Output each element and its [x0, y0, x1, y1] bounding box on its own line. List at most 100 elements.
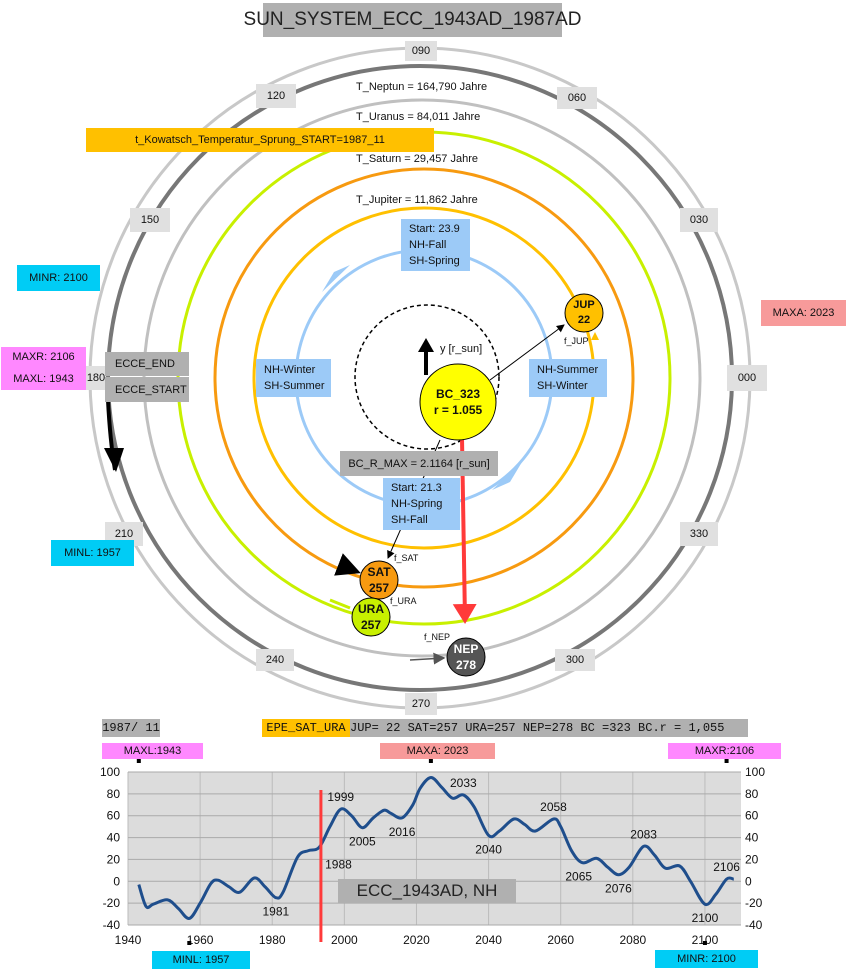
date-readout: 1987/ 11 — [102, 719, 160, 737]
season-nh: NH-Winter — [264, 364, 316, 376]
angle-label-000: 000 — [727, 365, 767, 391]
extremum-label: 2016 — [389, 825, 416, 839]
y-tick-label: -40 — [103, 918, 121, 932]
nep-force-arrow — [409, 652, 446, 665]
planet-value: 257 — [360, 618, 382, 632]
epe-label: EPE_SAT_URA — [262, 719, 350, 737]
angle-label-150: 150 — [130, 208, 170, 232]
season-sh: SH-Spring — [409, 255, 460, 267]
angle-label-330: 330 — [680, 522, 718, 546]
x-tick-label: 1960 — [187, 933, 214, 947]
extremum-label: 2005 — [349, 835, 376, 849]
marker-tick — [702, 941, 707, 945]
y-tick-label-right: 60 — [745, 809, 759, 823]
kowatsch-start-label: t_Kowatsch_Temperatur_Sprung_START=1987_… — [86, 128, 434, 152]
bc-radius: r = 1.055 — [433, 403, 483, 417]
jupiter-force-label: f_JUP — [564, 336, 589, 346]
y-tick-label-right: -20 — [745, 896, 763, 910]
x-tick-label: 2080 — [619, 933, 646, 947]
angle-label-030: 030 — [680, 208, 718, 232]
y-tick-label: -20 — [103, 896, 121, 910]
maxl-label: MAXL: 1943 — [1, 367, 86, 390]
x-tick-label: 2020 — [403, 933, 430, 947]
x-tick-label: 1940 — [115, 933, 142, 947]
neptune-label: NEP 278 — [447, 641, 485, 673]
season-sh: SH-Fall — [391, 514, 428, 526]
season-nh: NH-Spring — [391, 498, 443, 510]
x-tick-label: 2000 — [331, 933, 358, 947]
y-tick-label: 40 — [107, 831, 121, 845]
jupiter-marker — [564, 293, 604, 333]
period-neptune: T_Neptun = 164,790 Jahre — [356, 81, 488, 93]
season-box-left: NH-Winter SH-Summer — [256, 359, 331, 397]
earth-direction-arrow-left — [322, 265, 350, 292]
angle-label-120: 120 — [256, 84, 296, 108]
y-tick-label: 60 — [107, 809, 121, 823]
planet-name: NEP — [453, 642, 479, 656]
ecce-end-label: ECCE_END — [105, 352, 189, 376]
angle-label-060: 060 — [557, 87, 597, 109]
chart-maxa-label: MAXA: 2023 — [380, 743, 495, 759]
season-sh: SH-Winter — [537, 380, 588, 392]
neptune-marker — [446, 637, 486, 677]
angle-label-270: 270 — [405, 693, 437, 715]
planet-name: JUP — [573, 299, 595, 311]
planet-value: 278 — [455, 658, 477, 672]
page-title: SUN_SYSTEM_ECC_1943AD_1987AD — [244, 3, 581, 37]
angle-label-090: 090 — [405, 41, 437, 61]
extremum-label: 1999 — [327, 790, 354, 804]
y-axis-arrowhead — [418, 338, 434, 352]
period-uranus: T_Uranus = 84,011 Jahre — [356, 111, 481, 123]
extremum-label: 2033 — [450, 776, 477, 790]
uranus-marker — [351, 597, 391, 637]
extremum-label: 1988 — [325, 858, 352, 872]
y-tick-label-right: 40 — [745, 831, 759, 845]
period-saturn: T_Saturn = 29,457 Jahre — [356, 153, 478, 165]
extremum-label: 2065 — [565, 870, 592, 884]
angle-label-300: 300 — [555, 649, 595, 671]
chart-title: ECC_1943AD, NH — [338, 879, 516, 903]
y-tick-label: 0 — [113, 874, 120, 888]
extremum-label: 2058 — [540, 800, 567, 814]
uranus-label: URA 257 — [352, 601, 390, 633]
bc-r-max-label: BC_R_MAX = 2.1164 [r_sun] — [340, 451, 498, 476]
y-tick-label-right: 80 — [745, 787, 759, 801]
y-tick-label: 80 — [107, 787, 121, 801]
planet-name: SAT — [367, 565, 391, 579]
marker-tick — [136, 759, 141, 763]
season-box-right: NH-Summer SH-Winter — [529, 359, 607, 397]
period-jupiter: T_Jupiter = 11,862 Jahre — [356, 194, 478, 206]
season-box-bottom: Start: 21.3 NH-Spring SH-Fall — [383, 478, 460, 530]
series-line — [137, 775, 735, 920]
sat-direction — [334, 553, 361, 576]
chart-minl-label: MINL: 1957 — [152, 951, 250, 969]
planet-name: URA — [358, 602, 384, 616]
chart-maxl-label: MAXL:1943 — [102, 743, 203, 759]
neptune-force-label: f_NEP — [424, 632, 451, 642]
extremum-label: 1981 — [262, 905, 289, 919]
x-tick-label: 2040 — [475, 933, 502, 947]
planet-value: 22 — [577, 314, 591, 326]
saturn-force-label: f_SAT — [394, 553, 419, 563]
y-tick-label-right: -40 — [745, 918, 763, 932]
earth-direction-arrow-right — [492, 462, 522, 490]
season-start: Start: 23.9 — [409, 223, 460, 235]
season-nh: NH-Summer — [537, 364, 599, 376]
maxa-label: MAXA: 2023 — [761, 300, 846, 326]
planet-value: 257 — [368, 581, 390, 595]
y-tick-label-right: 0 — [745, 874, 752, 888]
extremum-label: 2106 — [713, 860, 740, 874]
season-nh: NH-Fall — [409, 239, 447, 251]
y-tick-label: 20 — [107, 852, 121, 866]
jup-direction — [591, 332, 599, 340]
marker-tick — [187, 941, 192, 945]
y-axis-label: y [r_sun] — [440, 343, 483, 355]
chart-maxr-label: MAXR:2106 — [668, 743, 781, 759]
ecce-arrowhead — [104, 448, 124, 472]
ecce-start-label: ECCE_START — [105, 377, 189, 402]
ura-direction — [329, 598, 351, 610]
season-sh: SH-Summer — [264, 380, 325, 392]
x-tick-label: 2100 — [692, 933, 719, 947]
y-tick-label-right: 100 — [745, 765, 765, 779]
